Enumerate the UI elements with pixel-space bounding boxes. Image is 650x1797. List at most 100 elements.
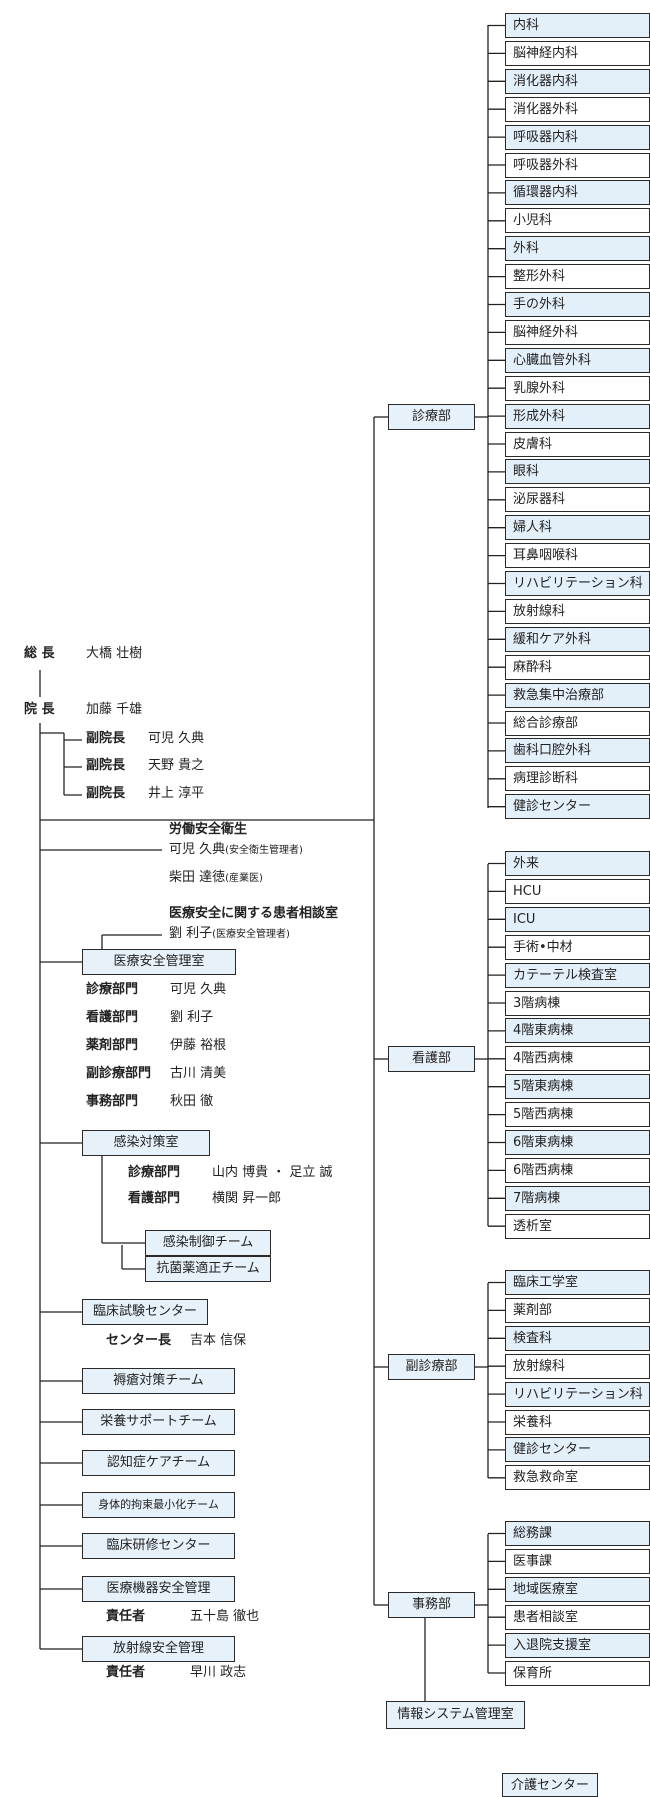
- medical-unit-box[interactable]: 消化器内科: [505, 68, 650, 94]
- medical-unit-box[interactable]: 小児科: [505, 208, 650, 234]
- admin-unit-box[interactable]: 保育所: [505, 1660, 650, 1686]
- nutrition-support-team-box[interactable]: 栄養サポートチーム: [82, 1409, 235, 1435]
- deputy-title: 副院長: [86, 731, 126, 746]
- nursing-unit-box[interactable]: 外来: [505, 851, 650, 876]
- admin-unit-box[interactable]: 入退院支援室: [505, 1632, 650, 1658]
- medical-unit-box[interactable]: 救急集中治療部: [505, 682, 650, 708]
- medical-unit-box[interactable]: リハビリテーション科: [505, 571, 650, 596]
- medical-unit-box[interactable]: 心臓血管外科: [505, 347, 650, 373]
- co-medical-division-box[interactable]: 副診療部: [388, 1354, 475, 1380]
- medical-unit-box[interactable]: 脳神経内科: [505, 40, 650, 66]
- industrial-doctor-role: (産業医): [225, 873, 263, 884]
- medical-unit-box[interactable]: 眼科: [505, 459, 650, 485]
- clinical-training-center-box[interactable]: 臨床研修センター: [82, 1533, 235, 1559]
- restraint-minimization-team-box[interactable]: 身体的拘束最小化チーム: [82, 1492, 235, 1518]
- infection-control-office-box[interactable]: 感染対策室: [82, 1130, 210, 1156]
- nursing-unit-box[interactable]: 5階西病棟: [505, 1102, 650, 1128]
- nursing-unit-box[interactable]: 7階病棟: [505, 1185, 650, 1211]
- medical-unit-box[interactable]: 皮膚科: [505, 431, 650, 457]
- medical-unit-box[interactable]: 呼吸器内科: [505, 124, 650, 150]
- nursing-unit-box[interactable]: 透析室: [505, 1213, 650, 1239]
- medical-unit-box[interactable]: 健診センター: [505, 794, 650, 820]
- it-office-box[interactable]: 情報システム管理室: [386, 1701, 525, 1729]
- medical-unit-box[interactable]: 脳神経外科: [505, 319, 650, 345]
- admin-unit-box[interactable]: 医事課: [505, 1548, 650, 1574]
- co-medical-unit-box[interactable]: 検査科: [505, 1325, 650, 1351]
- nursing-unit-box[interactable]: 手術•中材: [505, 934, 650, 960]
- medical-safety-member-dept: 薬剤部門: [86, 1038, 139, 1053]
- admin-unit-box[interactable]: 地域医療室: [505, 1576, 650, 1602]
- nursing-unit-box[interactable]: カテーテル検査室: [505, 962, 650, 988]
- medical-unit-box[interactable]: 歯科口腔外科: [505, 738, 650, 764]
- director-general-title: 総 長: [24, 646, 55, 661]
- infection-member-name: 横関 昇一郎: [212, 1191, 282, 1206]
- deputy-name: 天野 貴之: [148, 758, 205, 773]
- medical-unit-box[interactable]: 消化器外科: [505, 96, 650, 122]
- patient-consult-role: (医療安全管理者): [212, 929, 290, 940]
- medical-unit-box[interactable]: 整形外科: [505, 264, 650, 290]
- medical-division-box[interactable]: 診療部: [388, 404, 475, 430]
- nursing-unit-box[interactable]: HCU: [505, 878, 650, 904]
- medical-safety-member-dept: 事務部門: [86, 1094, 139, 1109]
- nursing-unit-box[interactable]: 4階東病棟: [505, 1018, 650, 1044]
- medical-safety-member-dept: 診療部門: [86, 982, 139, 997]
- co-medical-unit-box[interactable]: 薬剤部: [505, 1297, 650, 1323]
- medical-unit-box[interactable]: 泌尿器科: [505, 487, 650, 513]
- nursing-division-box[interactable]: 看護部: [388, 1046, 475, 1072]
- medical-safety-member-name: 伊藤 裕根: [170, 1038, 227, 1053]
- medical-unit-box[interactable]: 形成外科: [505, 403, 650, 429]
- labor-safety-manager: 可児 久典(安全衛生管理者): [169, 842, 303, 859]
- co-medical-unit-box[interactable]: 臨床工学室: [505, 1270, 650, 1295]
- equipment-safety-resp-title: 責任者: [106, 1609, 146, 1624]
- medical-unit-box[interactable]: 内科: [505, 13, 650, 38]
- clinical-trial-head-title: センター長: [106, 1333, 172, 1348]
- medical-unit-box[interactable]: 総合診療部: [505, 710, 650, 736]
- medical-unit-box[interactable]: 耳鼻咽喉科: [505, 543, 650, 569]
- nursing-unit-box[interactable]: 6階西病棟: [505, 1157, 650, 1183]
- co-medical-unit-box[interactable]: 栄養科: [505, 1409, 650, 1435]
- deputy-title: 副院長: [86, 786, 126, 801]
- clinical-trial-center-box[interactable]: 臨床試験センター: [82, 1299, 208, 1325]
- admin-division-box[interactable]: 事務部: [388, 1592, 475, 1618]
- co-medical-unit-box[interactable]: 放射線科: [505, 1353, 650, 1379]
- care-center-box[interactable]: 介護センター: [502, 1773, 598, 1797]
- dementia-care-team-box[interactable]: 認知症ケアチーム: [82, 1450, 235, 1476]
- industrial-doctor: 柴田 達徳(産業医): [169, 870, 263, 887]
- nursing-unit-box[interactable]: 6階東病棟: [505, 1130, 650, 1155]
- medical-unit-box[interactable]: 乳腺外科: [505, 375, 650, 401]
- medical-unit-box[interactable]: 手の外科: [505, 292, 650, 317]
- infection-member-dept: 看護部門: [128, 1191, 181, 1206]
- medical-safety-office-box[interactable]: 医療安全管理室: [82, 949, 236, 975]
- nursing-unit-box[interactable]: 5階東病棟: [505, 1074, 650, 1100]
- medical-safety-member-name: 可児 久典: [170, 982, 227, 997]
- medical-unit-box[interactable]: 呼吸器外科: [505, 152, 650, 178]
- director-title: 院 長: [24, 702, 55, 717]
- radiation-safety-resp-title: 責任者: [106, 1665, 146, 1680]
- medical-unit-box[interactable]: 麻酔科: [505, 654, 650, 680]
- medical-unit-box[interactable]: 婦人科: [505, 515, 650, 541]
- medical-safety-member-name: 劉 利子: [170, 1010, 214, 1025]
- co-medical-unit-box[interactable]: リハビリテーション科: [505, 1381, 650, 1407]
- infection-control-team-box[interactable]: 感染制御チーム: [145, 1230, 271, 1256]
- admin-unit-box[interactable]: 総務課: [505, 1521, 650, 1546]
- labor-safety-title: 労働安全衛生: [169, 822, 248, 837]
- nursing-unit-box[interactable]: 3階病棟: [505, 990, 650, 1016]
- antimicrobial-team-box[interactable]: 抗菌薬適正チーム: [145, 1256, 271, 1282]
- admin-unit-box[interactable]: 患者相談室: [505, 1604, 650, 1630]
- deputy-title: 副院長: [86, 758, 126, 773]
- medical-unit-box[interactable]: 外科: [505, 236, 650, 262]
- co-medical-unit-box[interactable]: 救急救命室: [505, 1465, 650, 1491]
- medical-unit-box[interactable]: 病理診断科: [505, 766, 650, 792]
- radiation-safety-box[interactable]: 放射線安全管理: [82, 1636, 235, 1662]
- medical-unit-box[interactable]: 放射線科: [505, 598, 650, 624]
- nursing-unit-box[interactable]: ICU: [505, 906, 650, 932]
- medical-unit-box[interactable]: 循環器内科: [505, 180, 650, 206]
- equipment-safety-box[interactable]: 医療機器安全管理: [82, 1576, 235, 1602]
- pressure-ulcer-team-box[interactable]: 褥瘡対策チーム: [82, 1368, 235, 1394]
- industrial-doctor-name: 柴田 達徳: [169, 870, 226, 885]
- medical-unit-box[interactable]: 緩和ケア外科: [505, 626, 650, 652]
- nursing-unit-box[interactable]: 4階西病棟: [505, 1046, 650, 1072]
- deputy-name: 可児 久典: [148, 731, 205, 746]
- co-medical-unit-box[interactable]: 健診センター: [505, 1437, 650, 1463]
